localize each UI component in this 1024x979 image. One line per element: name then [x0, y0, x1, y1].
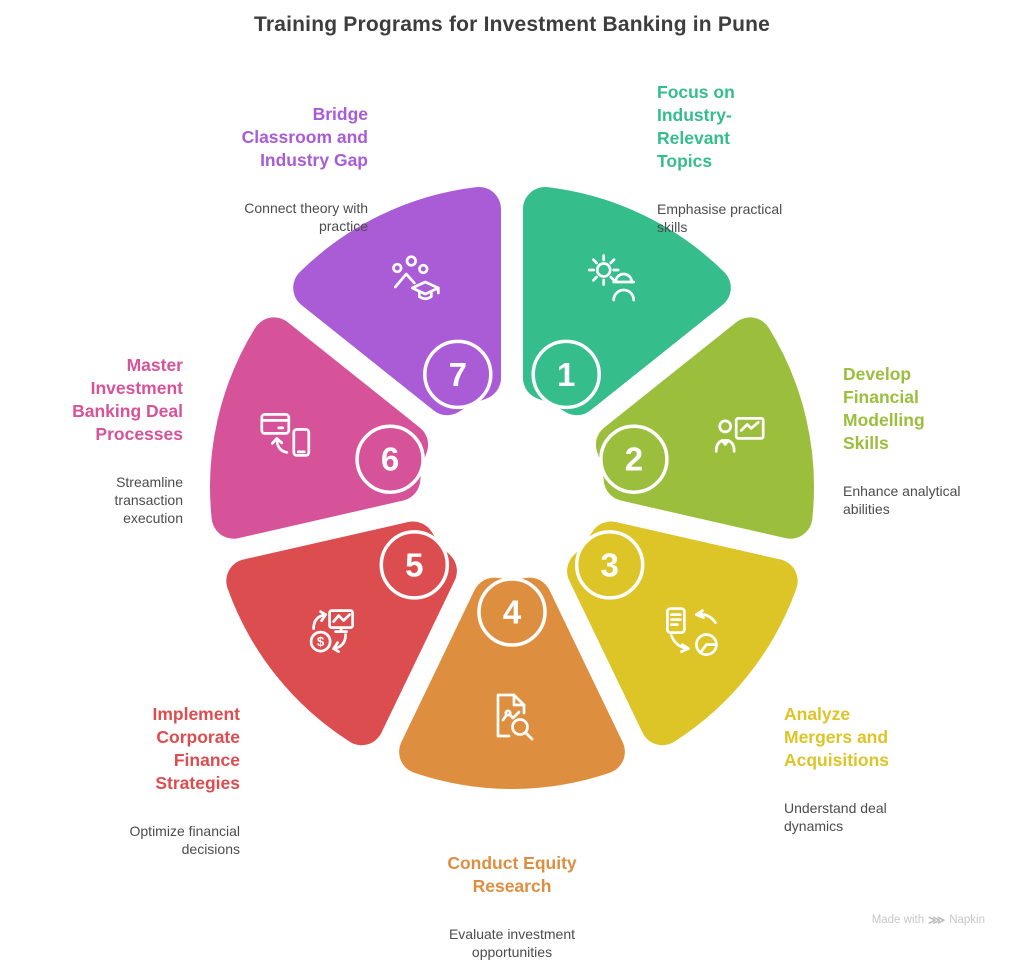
- segment-number: 1: [557, 356, 575, 393]
- segment-heading: Conduct Equity Research: [447, 853, 577, 896]
- segment-subheading: Streamline transaction execution: [114, 474, 183, 526]
- segment-subheading: Evaluate investment opportunities: [448, 926, 576, 960]
- segment-number: 4: [503, 594, 522, 631]
- segment-number-circle-7: [423, 339, 493, 410]
- segment-label-4: Conduct Equity Research Evaluate investm…: [412, 834, 612, 979]
- segment-heading: Implement Corporate Finance Strategies: [152, 704, 240, 793]
- page-title: Training Programs for Investment Banking…: [253, 13, 771, 36]
- seven-segment-cycle-diagram: 1 2 3 4 $5 6 7: [210, 187, 814, 789]
- segment-subheading: Enhance analytical abilities: [843, 483, 961, 517]
- segment-number: 3: [601, 546, 619, 583]
- gear-engineer-icon: [587, 254, 636, 302]
- segment-number: 7: [449, 356, 467, 393]
- segment-subheading: Understand deal dynamics: [784, 800, 887, 834]
- money-monitor-exchange-icon: $: [309, 609, 354, 653]
- segment-label-1: Focus on Industry- Relevant Topics Empha…: [657, 63, 782, 254]
- made-with-napkin-watermark: Made with ⋙ Napkin: [872, 913, 985, 927]
- segment-number: 2: [625, 441, 643, 478]
- segment-label-6: Master Investment Banking Deal Processes…: [72, 336, 183, 545]
- segment-label-2: Develop Financial Modelling Skills Enhan…: [843, 345, 961, 536]
- segment-number-circle-2: [599, 424, 669, 494]
- graduation-celebration-icon: [392, 255, 440, 301]
- segment-heading: Focus on Industry- Relevant Topics: [657, 82, 735, 171]
- segment-number-circle-6: [355, 424, 425, 494]
- segment-number-circle-4: [477, 577, 547, 647]
- segment-subheading: Emphasise practical skills: [657, 201, 783, 235]
- document-pie-exchange-icon: [666, 607, 718, 656]
- segment-number-circle-3: [574, 530, 645, 600]
- svg-text:$: $: [317, 634, 325, 649]
- segment-heading: Bridge Classroom and Industry Gap: [241, 104, 368, 170]
- segment-heading: Develop Financial Modelling Skills: [843, 364, 925, 453]
- segment-subheading: Optimize financial decisions: [129, 823, 241, 857]
- segment-number-circle-5: [379, 530, 450, 600]
- segment-label-7: Bridge Classroom and Industry Gap Connec…: [242, 85, 368, 253]
- watermark-prefix: Made with: [871, 914, 925, 926]
- segment-label-3: Analyze Mergers and Acquisitions Underst…: [784, 685, 889, 853]
- card-phone-transfer-icon: [260, 413, 311, 457]
- watermark-brand: Napkin: [949, 914, 985, 926]
- segment-number: 5: [405, 546, 423, 583]
- document-search-icon: [496, 693, 534, 741]
- presenter-chart-icon: [714, 417, 765, 453]
- segment-number: 6: [381, 441, 399, 478]
- segment-heading: Analyze Mergers and Acquisitions: [784, 704, 890, 770]
- segment-subheading: Connect theory with practice: [244, 200, 368, 234]
- segment-number-circle-1: [531, 339, 601, 410]
- segment-label-5: Implement Corporate Finance Strategies O…: [130, 685, 241, 876]
- segment-heading: Master Investment Banking Deal Processes: [72, 355, 183, 444]
- napkin-logo-icon: ⋙: [928, 913, 946, 927]
